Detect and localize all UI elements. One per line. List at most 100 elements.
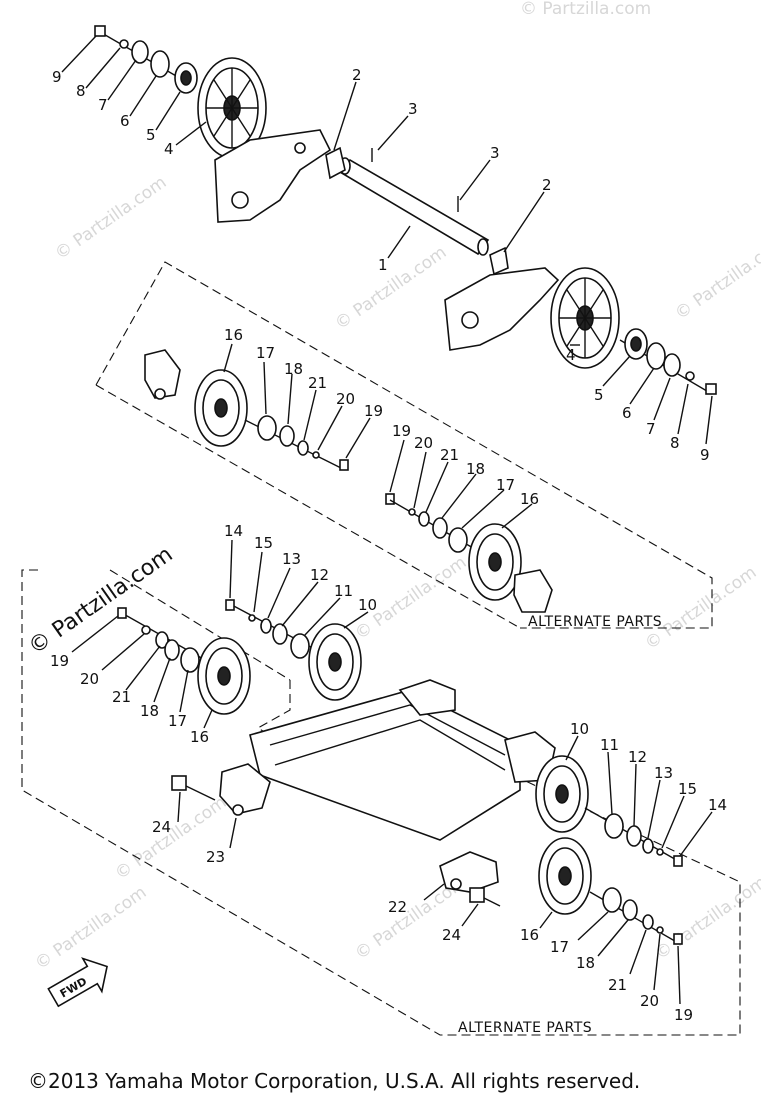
callout-8: 8 <box>670 434 680 452</box>
bolt-9-right <box>705 383 717 395</box>
callout-12: 12 <box>628 748 647 766</box>
callout-21: 21 <box>440 446 459 464</box>
watermark: © Partzilla.com <box>671 232 761 324</box>
callout-18: 18 <box>576 954 595 972</box>
wheel-16-d <box>538 837 592 915</box>
washer-21 <box>297 440 309 456</box>
callout-19: 19 <box>364 402 383 420</box>
wheel-16-alt-left <box>194 369 248 447</box>
washer-7-right <box>663 353 681 377</box>
callout-14: 14 <box>224 522 243 540</box>
ring-6-right <box>646 342 666 370</box>
callout-20: 20 <box>336 390 355 408</box>
callout-20: 20 <box>414 434 433 452</box>
ring-18-b <box>432 517 448 539</box>
ring-18-d <box>622 899 638 921</box>
washer-15-b <box>656 848 664 856</box>
callout-18: 18 <box>140 702 159 720</box>
watermark: © Partzilla.com <box>641 562 760 654</box>
callout-12: 12 <box>310 566 329 584</box>
callout-21: 21 <box>608 976 627 994</box>
callout-6: 6 <box>622 404 632 422</box>
ring-18-c <box>164 639 180 661</box>
callout-18: 18 <box>466 460 485 478</box>
fwd-arrow-icon: FWD <box>47 957 108 1008</box>
washer-8-right <box>685 371 695 381</box>
washer-21-c <box>155 631 169 649</box>
washer-15 <box>248 614 256 622</box>
arm-left-alt <box>144 349 181 399</box>
callout-19: 19 <box>392 422 411 440</box>
callout-17: 17 <box>256 344 275 362</box>
watermark-dark: © Partzilla.com <box>24 542 177 660</box>
callout-18: 18 <box>284 360 303 378</box>
callout-21: 21 <box>112 688 131 706</box>
callout-4: 4 <box>164 140 174 158</box>
bolt-14-b <box>673 855 683 867</box>
callout-14: 14 <box>708 796 727 814</box>
callout-10: 10 <box>358 596 377 614</box>
washer-8-left <box>119 39 129 49</box>
collar-2-right <box>489 246 509 276</box>
callout-22: 22 <box>388 898 407 916</box>
washer-7-left <box>131 40 149 64</box>
bolt-9-left <box>94 25 106 37</box>
watermark: © Partzilla.com <box>331 242 450 334</box>
callout-17: 17 <box>550 938 569 956</box>
callout-16: 16 <box>520 926 539 944</box>
wheel-10-left <box>308 623 362 701</box>
washer-20-b <box>408 508 416 516</box>
wheel-10-right <box>535 755 589 833</box>
callout-5: 5 <box>594 386 604 404</box>
washer-13 <box>260 618 272 634</box>
wheel-4-right <box>550 267 620 369</box>
ring-18 <box>279 425 295 447</box>
wheel-4-left <box>197 57 267 159</box>
bolt-24-b <box>469 887 485 903</box>
washer-21-d <box>642 914 654 930</box>
bolt-19-d <box>673 933 683 945</box>
bearing-17-c <box>180 647 200 673</box>
watermark: © Partzilla.com <box>520 0 651 19</box>
bracket-22 <box>439 851 499 893</box>
ring-12-b <box>626 825 642 847</box>
bottom-assembly: ALTERNATE PARTS <box>21 522 741 1036</box>
callout-13: 13 <box>654 764 673 782</box>
callout-16: 16 <box>520 490 539 508</box>
callout-7: 7 <box>98 96 108 114</box>
callout-20: 20 <box>640 992 659 1010</box>
bolt-19-c <box>117 607 127 619</box>
ring-12 <box>272 623 288 645</box>
bearing-17-b <box>448 527 468 553</box>
bearing-11 <box>290 633 310 659</box>
callout-9: 9 <box>52 68 62 86</box>
callout-11: 11 <box>600 736 619 754</box>
callout-1: 1 <box>378 256 388 274</box>
arm-right-alt <box>513 569 553 613</box>
callout-20: 20 <box>80 670 99 688</box>
bearing-11-b <box>604 813 624 839</box>
callout-6: 6 <box>120 112 130 130</box>
alternate-parts-upper: ALTERNATE PARTS <box>95 261 713 630</box>
callout-16: 16 <box>190 728 209 746</box>
callout-4: 4 <box>566 346 576 364</box>
callout-7: 7 <box>646 420 656 438</box>
washer-20 <box>312 451 320 459</box>
top-assembly: 9 8 7 6 5 4 2 3 3 2 1 4 5 6 7 8 9 <box>52 25 717 464</box>
alternate-parts-label: ALTERNATE PARTS <box>458 1020 592 1036</box>
callout-3: 3 <box>490 144 500 162</box>
frame-bracket-top <box>398 679 456 716</box>
callout-5: 5 <box>146 126 156 144</box>
callout-24: 24 <box>442 926 461 944</box>
watermark: © Partzilla.com <box>51 172 170 264</box>
bracket-right <box>444 267 560 351</box>
bracket-23 <box>219 763 271 815</box>
callout-9: 9 <box>700 446 710 464</box>
callout-16: 16 <box>224 326 243 344</box>
collar-2-left <box>325 146 346 180</box>
bolt-19-b <box>385 493 395 505</box>
watermarks: © Partzilla.com © Partzilla.com © Partzi… <box>31 0 761 974</box>
wheel-16-alt-right <box>468 523 522 601</box>
callout-17: 17 <box>168 712 187 730</box>
copyright-notice: ©2013 Yamaha Motor Corporation, U.S.A. A… <box>28 1069 640 1093</box>
